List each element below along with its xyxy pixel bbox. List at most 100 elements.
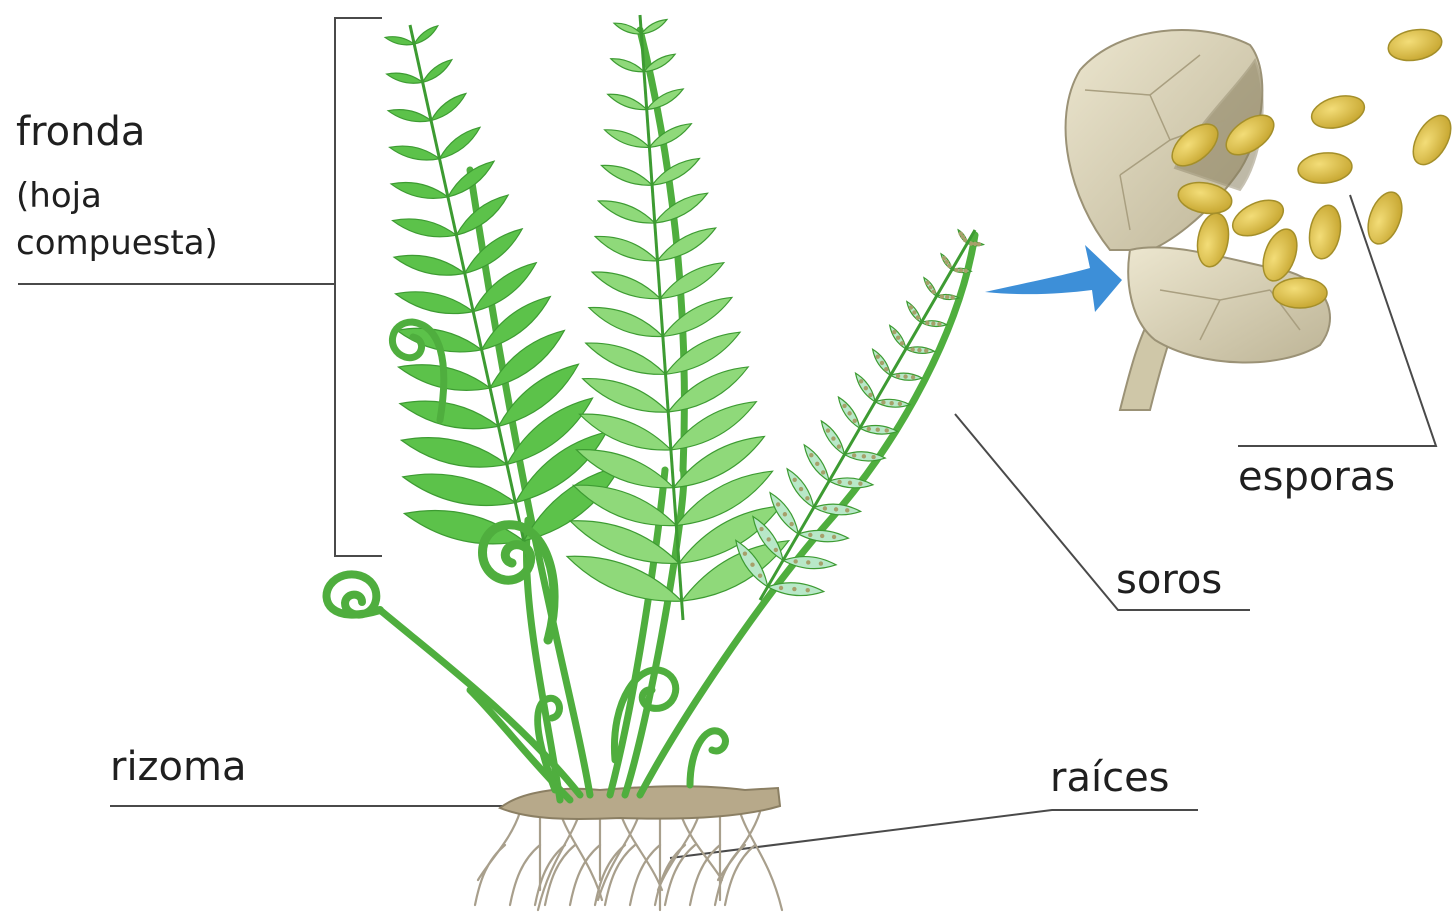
pinna [423,60,452,83]
pinna [589,308,663,337]
pinna [440,127,481,158]
sorus-dot [868,393,872,397]
pinna [414,26,438,44]
pinna [393,219,457,237]
root-branch [725,845,755,905]
sorus-dot [973,242,977,246]
sorus-dot [950,295,954,299]
pinna [394,255,465,275]
label-fronda: fronda [16,112,145,152]
sorus-dot [792,587,796,591]
pinna [385,37,414,45]
sorus-dot [847,411,851,415]
sorus-dot [823,506,827,510]
sorus-dot [959,231,963,235]
pinna [649,124,691,148]
frond-center [567,15,789,620]
root-branch [475,845,505,905]
sorus-dot [815,462,819,466]
sorus-dot [852,453,856,457]
sorus-dot [885,428,889,432]
sorus-dot [837,480,841,484]
sorus-dot [917,348,921,352]
sorus-dot [931,321,935,325]
sorus-dot [876,355,880,359]
sorus-dot [959,268,963,272]
sporangium [1066,30,1330,410]
sorus-dot [903,374,907,378]
pinna [465,229,522,274]
sorus-dot [977,242,981,246]
sorus-dot [947,264,951,268]
sorus-dot [845,508,849,512]
sorus-dot [889,401,893,405]
sorus-dot [916,315,920,319]
spore [1362,187,1409,248]
pinna [655,193,708,223]
sorus-dot [766,537,770,541]
sorus-dot [848,481,852,485]
spore [1406,109,1453,171]
pinna [388,110,431,122]
sorus-dot [809,453,813,457]
fronds [385,15,983,620]
sorus-dot [898,402,902,406]
sorus-dot [931,289,935,293]
rachis [760,230,975,600]
sorus-dot [928,285,932,289]
pinna [592,272,660,299]
sorus-dot [779,586,783,590]
pinna [395,292,473,314]
sorus-dot [896,336,900,340]
sorus-dot [859,379,863,383]
root [478,812,520,880]
sorus-dot [896,374,900,378]
label-esporas: esporas [1238,457,1395,497]
sorus-dot [940,294,944,298]
sorus-dot [834,507,838,511]
sorus-dot [758,574,762,578]
pinna [598,201,654,223]
spore [1306,203,1345,261]
pinna [391,182,448,198]
fiddlehead-left [327,574,380,614]
sorus-dot [793,559,797,563]
label-rizoma: rizoma [110,747,247,787]
label-raices: raíces [1050,758,1170,798]
sorus-dot [867,427,871,431]
pinna [387,73,423,83]
sorus-dot [832,535,836,539]
pinna [401,438,507,468]
pinna [431,94,466,121]
sorus-dot [789,522,793,526]
pinna [611,59,644,72]
sorus-dot [910,347,914,351]
root [740,812,782,910]
pinna [608,94,647,109]
roots [475,812,782,910]
sorus-dot [808,533,812,537]
sorus-dot [911,375,915,379]
sorus-dot [937,322,941,326]
sorus-dot [831,436,835,440]
sorus-dot [945,260,949,264]
sorus-dot [750,562,754,566]
spore [1386,26,1444,65]
sorus-dot [900,341,904,345]
sorus-dot [964,269,968,273]
spore [1273,278,1327,308]
sorus-dot [776,502,780,506]
frond-fertile [736,230,984,600]
sorus-dot [884,367,888,371]
sorus-dot [881,400,885,404]
sorus-dot [819,561,823,565]
sorus-dot [924,348,928,352]
pinna [595,236,657,260]
pinna [586,343,666,374]
pinna [652,158,699,185]
pinna [660,263,724,299]
pinna [663,297,732,336]
sorus-dot [876,428,880,432]
sorus-dot [892,330,896,334]
sorus-dot [945,295,949,299]
